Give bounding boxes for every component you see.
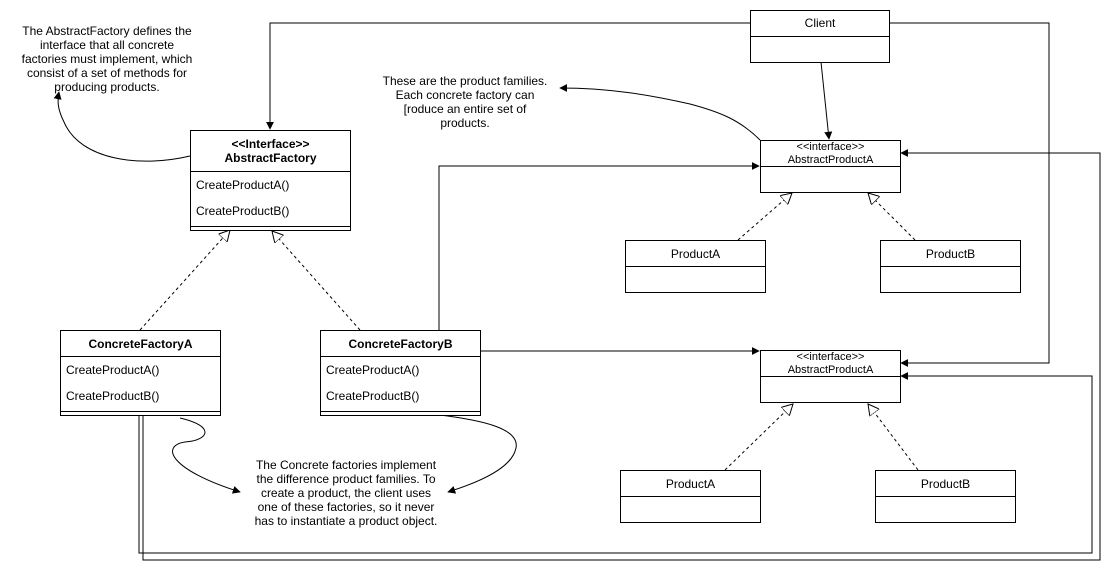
note-line: create a product, the client uses — [260, 486, 432, 500]
abstract-product-top-class[interactable]: <<interface>> AbstractProductA — [760, 140, 901, 193]
abstract-factory-note: The AbstractFactory defines the interfac… — [2, 24, 212, 94]
realization-producta-top — [737, 193, 792, 241]
abstract-product-bottom-class[interactable]: <<interface>> AbstractProductA — [760, 350, 901, 403]
product-b-top-name: ProductB — [881, 241, 1020, 267]
association-concretefactoryb-to-abstractproduct-top — [438, 162, 760, 330]
product-a-top-name: ProductA — [626, 241, 765, 267]
concrete-factory-a-method: CreateProductA() — [66, 363, 160, 377]
note-line: has to instantiate a product object. — [254, 514, 438, 528]
association-concretefactorya-to-abstractproduct-bottom — [138, 372, 1093, 554]
note-line: factories must implement, which — [21, 52, 193, 66]
class-divider — [191, 226, 350, 227]
note-line: The AbstractFactory defines the — [22, 24, 192, 38]
concrete-factories-note: The Concrete factories implement the dif… — [238, 458, 454, 528]
association-client-to-abstractfactory — [266, 22, 750, 130]
concrete-factory-a-class[interactable]: ConcreteFactoryA CreateProductA() Create… — [60, 330, 221, 416]
note-line: [roduce an entire set of — [403, 102, 527, 116]
callout-product-families-note — [559, 84, 761, 141]
abstract-factory-method: CreateProductB() — [196, 204, 290, 218]
product-a-top-class[interactable]: ProductA — [625, 240, 766, 293]
concrete-factory-b-method: CreateProductB() — [326, 389, 420, 403]
product-b-top-class[interactable]: ProductB — [880, 240, 1021, 293]
note-line: consist of a set of methods for — [26, 66, 188, 80]
callout-abstractfactory-note — [53, 91, 191, 162]
abstract-factory-stereotype: <<Interface>> — [231, 137, 310, 151]
concrete-factory-b-class[interactable]: ConcreteFactoryB CreateProductA() Create… — [320, 330, 481, 416]
product-b-bottom-class[interactable]: ProductB — [875, 470, 1016, 523]
note-line: products. — [440, 116, 490, 130]
note-line: The Concrete factories implement — [255, 458, 437, 472]
client-label: Client — [751, 11, 889, 37]
note-line: interface that all concrete — [39, 38, 175, 52]
note-line: the difference product families. To — [256, 472, 436, 486]
abstract-product-bottom-name: AbstractProductA — [787, 364, 874, 376]
abstract-product-top-name: AbstractProductA — [787, 154, 874, 166]
association-client-to-abstractproduct-top — [820, 61, 833, 140]
abstract-factory-name: AbstractFactory — [224, 151, 317, 165]
abstract-factory-header: <<Interface>> AbstractFactory — [191, 131, 350, 172]
note-line: Each concrete factory can — [395, 88, 535, 102]
product-a-bottom-class[interactable]: ProductA — [620, 470, 761, 523]
concrete-factory-b-method: CreateProductA() — [326, 363, 420, 377]
concrete-factory-b-name: ConcreteFactoryB — [321, 331, 480, 357]
abstract-product-top-stereotype: <<interface>> — [796, 141, 865, 153]
abstract-product-bottom-stereotype: <<interface>> — [796, 351, 865, 363]
note-line: producing products. — [54, 80, 160, 94]
client-class[interactable]: Client — [750, 10, 890, 63]
product-a-bottom-name: ProductA — [621, 471, 760, 497]
realization-concretefactorya-to-abstractfactory — [139, 230, 230, 331]
realization-productb-bottom — [868, 404, 919, 471]
realization-concretefactoryb-to-abstractfactory — [272, 231, 361, 331]
realization-productb-top — [868, 193, 916, 241]
product-b-bottom-name: ProductB — [876, 471, 1015, 497]
class-divider — [61, 411, 220, 412]
class-divider — [321, 411, 480, 412]
callout-concretefactoryb-note — [439, 414, 517, 494]
association-client-to-abstractproduct-bottom — [890, 22, 1050, 367]
abstract-product-top-header: <<interface>> AbstractProductA — [761, 141, 900, 167]
abstract-factory-method: CreateProductA() — [196, 178, 290, 192]
concrete-factory-a-name: ConcreteFactoryA — [61, 331, 220, 357]
realization-producta-bottom — [724, 404, 793, 471]
product-families-note: These are the product families. Each con… — [360, 74, 570, 130]
abstract-product-bottom-header: <<interface>> AbstractProductA — [761, 351, 900, 377]
abstract-factory-class[interactable]: <<Interface>> AbstractFactory CreateProd… — [190, 130, 351, 231]
association-concretefactorya-to-abstractproduct-top — [142, 149, 1101, 561]
concrete-factory-a-method: CreateProductB() — [66, 389, 160, 403]
note-line: one of these factories, so it never — [257, 500, 435, 514]
note-line: These are the product families. — [382, 74, 548, 88]
callout-concretefactorya-note — [172, 417, 241, 494]
